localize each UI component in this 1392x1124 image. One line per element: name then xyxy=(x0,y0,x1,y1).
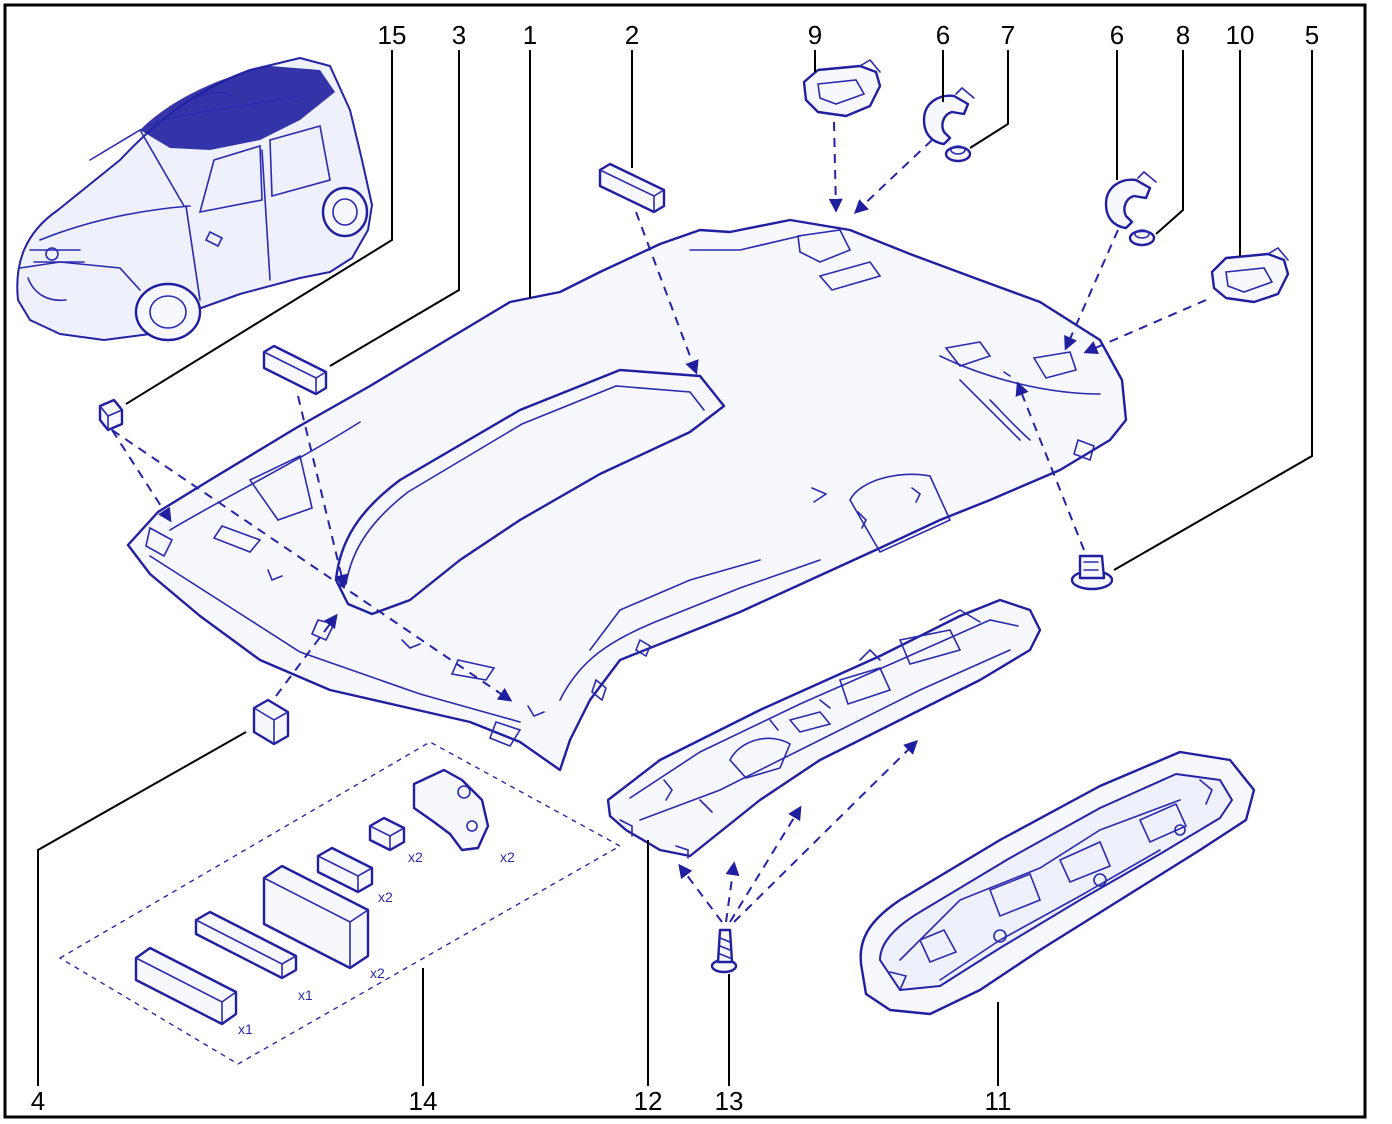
interior-lamp-9 xyxy=(802,58,882,118)
qty-label-strip-long: x1 xyxy=(298,987,313,1003)
roof-headliner xyxy=(126,218,1128,772)
qty-label-pad-medium: x2 xyxy=(378,889,393,905)
retaining-clip-6b xyxy=(1104,170,1157,230)
screw-13 xyxy=(710,928,738,974)
interior-lamp-10 xyxy=(1210,246,1290,304)
leader-lines xyxy=(37,50,1313,1086)
assembly-arrows xyxy=(111,121,1207,923)
retaining-clip-6a xyxy=(922,86,975,146)
callout-9: 9 xyxy=(808,20,822,50)
insulation-kit-boundary xyxy=(58,741,622,1065)
callout-10: 10 xyxy=(1226,20,1255,50)
callout-5: 5 xyxy=(1305,20,1319,50)
qty-label-insulator: x2 xyxy=(500,849,515,865)
pad-2 xyxy=(598,162,666,214)
console-mounting-frame xyxy=(606,598,1042,859)
block-long-14 xyxy=(134,946,238,1026)
pad-medium-14 xyxy=(316,846,374,894)
insulator-block-14 xyxy=(412,768,490,852)
small-pad-15 xyxy=(98,398,124,432)
qty-label-pad-small: x2 xyxy=(408,849,423,865)
callout-14: 14 xyxy=(409,1086,438,1116)
pad-small-14 xyxy=(368,816,406,852)
pad-4 xyxy=(252,698,290,746)
drawing-frame xyxy=(3,3,1367,1119)
callout-2: 2 xyxy=(625,20,639,50)
callout-3: 3 xyxy=(452,20,466,50)
callout-4: 4 xyxy=(31,1086,45,1116)
plug-8 xyxy=(1128,229,1156,247)
callout-12: 12 xyxy=(634,1086,663,1116)
vehicle-illustration xyxy=(16,57,373,342)
callout-1: 1 xyxy=(523,20,537,50)
qty-label-block-long: x1 xyxy=(238,1021,253,1037)
strip-long-14 xyxy=(194,910,298,980)
plug-7 xyxy=(944,145,972,163)
pad-3 xyxy=(262,344,328,396)
callout-15: 15 xyxy=(378,20,407,50)
callout-7: 7 xyxy=(1001,20,1015,50)
callout-13: 13 xyxy=(715,1086,744,1116)
overhead-console-unit xyxy=(859,750,1256,1016)
callout-6-left: 6 xyxy=(936,20,950,50)
callout-8: 8 xyxy=(1176,20,1190,50)
block-large-14 xyxy=(262,864,370,970)
qty-label-block-large: x2 xyxy=(370,965,385,981)
callout-6-right: 6 xyxy=(1110,20,1124,50)
callout-11: 11 xyxy=(985,1086,1012,1116)
fastener-5 xyxy=(1070,554,1114,591)
